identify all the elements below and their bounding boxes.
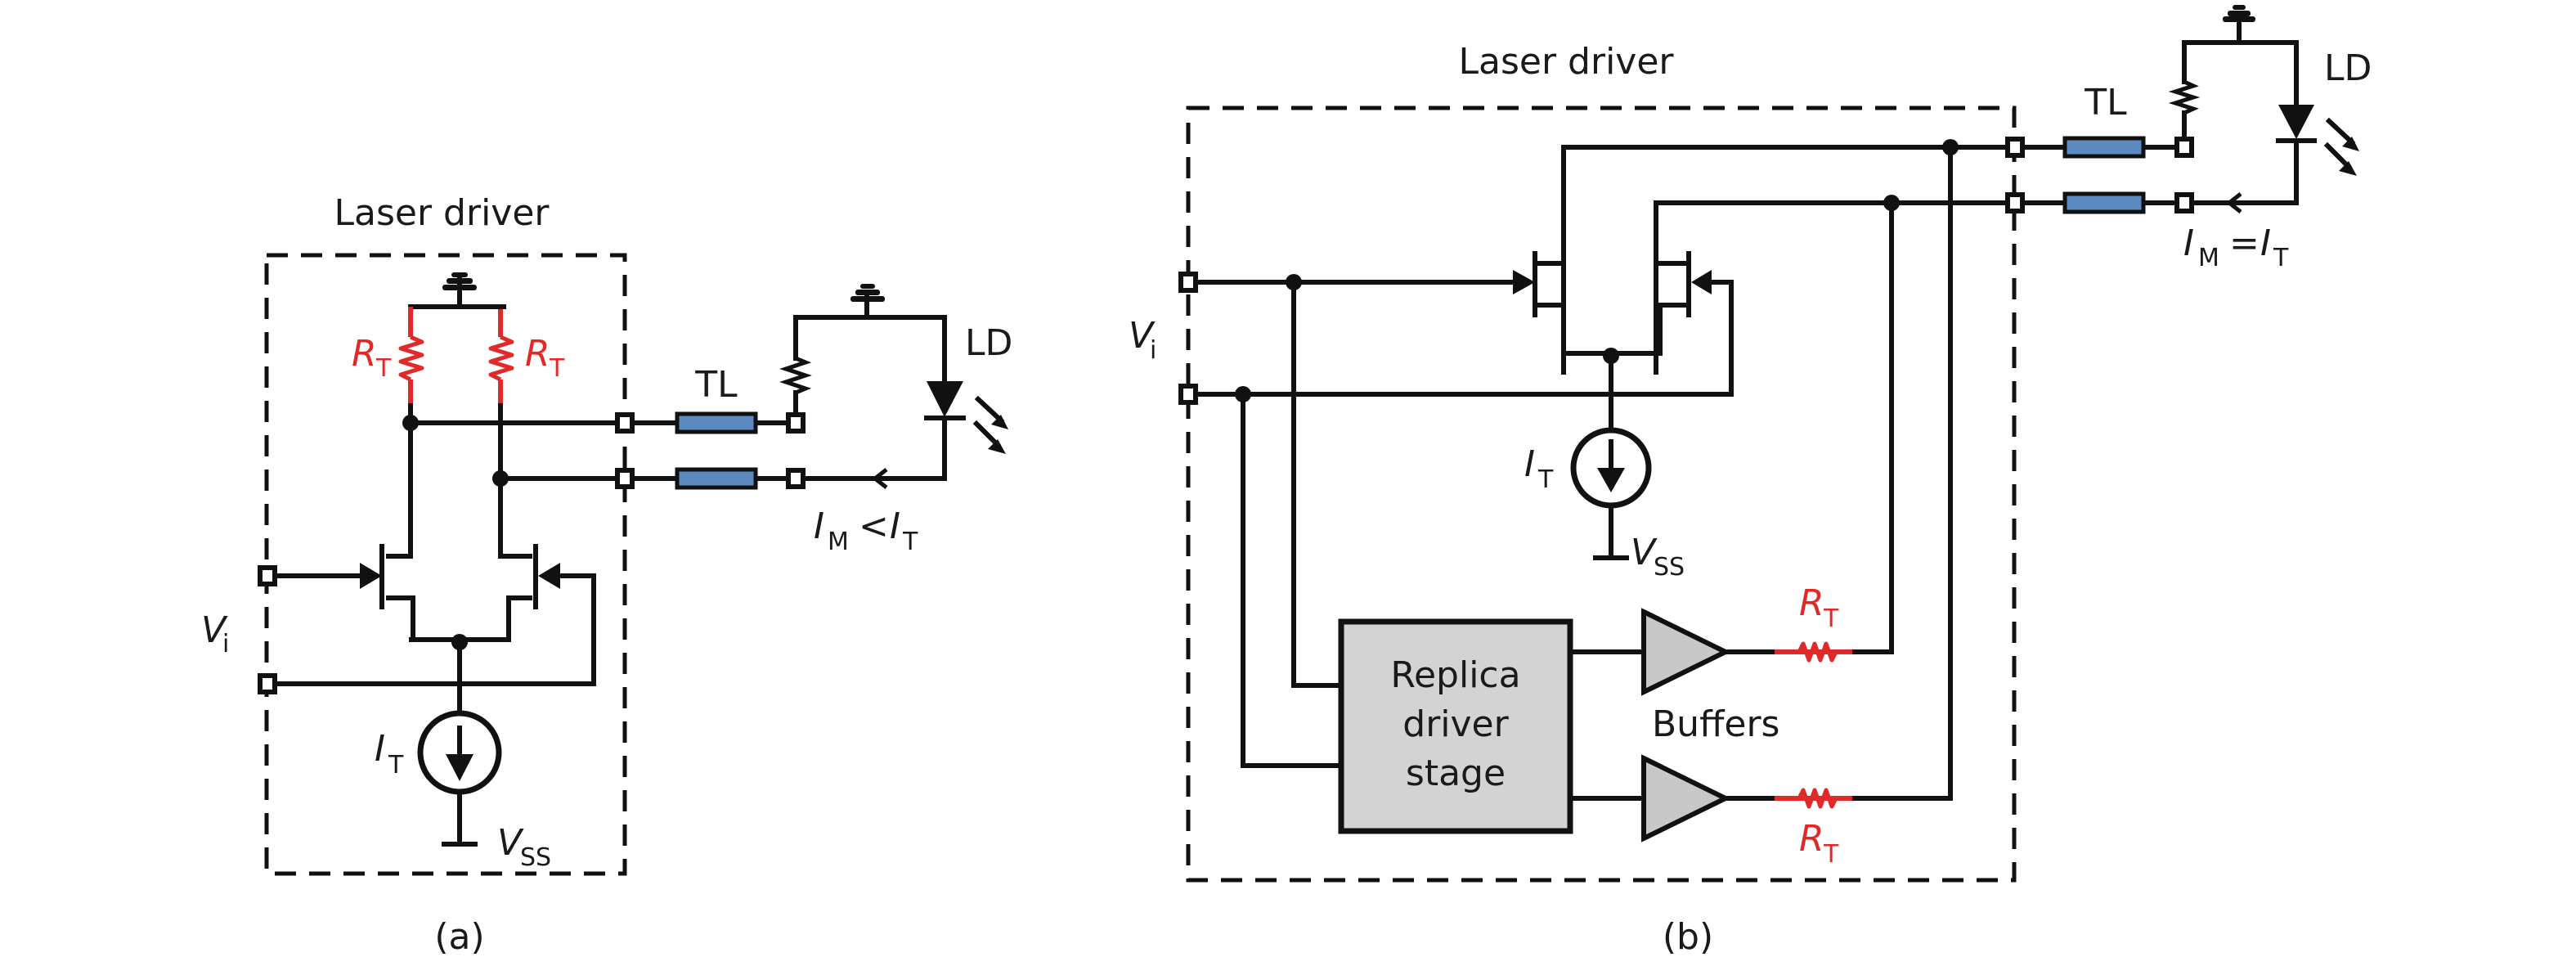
vss-label: V xyxy=(497,822,524,864)
svg-text:M: M xyxy=(2198,244,2219,272)
rt-bottom-resistor xyxy=(1797,788,1838,809)
replica-label-3: stage xyxy=(1406,753,1506,794)
svg-text:I: I xyxy=(2183,222,2194,264)
panel-b-title: Laser driver xyxy=(1459,41,1675,83)
it-label: I xyxy=(1524,443,1535,485)
replica-label-1: Replica xyxy=(1390,654,1520,696)
rt-bottom-sub: T xyxy=(1823,840,1839,869)
rt-top-sub: T xyxy=(1823,604,1839,633)
rt-right-sub: T xyxy=(549,354,565,383)
svg-text:I: I xyxy=(2260,222,2271,264)
buffer-top xyxy=(1641,608,1731,696)
panel-a-caption: (a) xyxy=(434,916,484,958)
current-relation-b: I M = I T xyxy=(2183,222,2289,272)
vi-port-neg xyxy=(1178,384,1198,405)
transistor-right xyxy=(1654,251,1734,397)
tl-label: TL xyxy=(2084,82,2127,124)
it-sub: T xyxy=(388,751,404,780)
svg-text:=: = xyxy=(2229,222,2260,264)
transmission-line-top xyxy=(2062,136,2146,159)
panel-b-driver-boundary xyxy=(1186,106,2017,883)
replica-driver-stage xyxy=(1338,618,1573,834)
ld-label: LD xyxy=(965,322,1012,364)
vi-port-pos xyxy=(258,565,277,586)
transistor-left xyxy=(1190,251,1566,356)
panel-a: Laser driver R T R T xyxy=(201,192,1012,958)
rt-top-label: R xyxy=(1799,582,1824,624)
ld-label: LD xyxy=(2324,47,2372,89)
panel-a-title: Laser driver xyxy=(334,192,550,234)
current-source-icon xyxy=(417,710,502,795)
vi-label: V xyxy=(1129,315,1156,357)
buffers-label: Buffers xyxy=(1652,703,1779,745)
laser-diode-icon xyxy=(2276,105,2359,205)
panel-b: Laser driver V i xyxy=(1129,5,2372,958)
transistor-right xyxy=(498,544,596,686)
replica-label-2: driver xyxy=(1402,703,1509,745)
panel-b-caption: (b) xyxy=(1663,916,1713,958)
transmission-line-top xyxy=(675,411,758,434)
vi-port-neg xyxy=(258,673,277,694)
svg-text:I: I xyxy=(890,505,900,547)
svg-text:M: M xyxy=(828,528,849,556)
vss-sub: SS xyxy=(520,843,551,872)
svg-text:I: I xyxy=(814,505,824,547)
tl-label: TL xyxy=(694,364,738,406)
panel-a-driver-boundary xyxy=(264,253,627,876)
vi-port-pos xyxy=(1178,272,1198,293)
termination-resistor-right xyxy=(488,309,514,406)
current-source-icon xyxy=(1570,427,1652,509)
termination-resistor-left xyxy=(398,307,424,406)
it-sub: T xyxy=(1537,465,1554,494)
transistor-left xyxy=(267,544,415,642)
ground-icon xyxy=(442,272,477,307)
svg-text:T: T xyxy=(2273,244,2289,272)
laser-diode-icon xyxy=(924,381,1008,481)
vi-sub: i xyxy=(222,630,229,658)
vss-sub: SS xyxy=(1654,553,1685,582)
rt-left-label: R xyxy=(352,333,377,375)
vss-label: V xyxy=(1631,532,1658,573)
rt-left-sub: T xyxy=(375,354,392,383)
ground-icon xyxy=(850,284,885,320)
current-relation-a: I M < I T xyxy=(814,505,918,556)
buffer-bottom xyxy=(1641,754,1731,842)
vi-sub: i xyxy=(1150,336,1156,365)
vi-label: V xyxy=(201,609,228,651)
it-label: I xyxy=(375,728,385,770)
rt-right-label: R xyxy=(525,333,550,375)
ground-icon xyxy=(2223,5,2255,45)
svg-text:<: < xyxy=(859,505,889,547)
rt-bottom-label: R xyxy=(1799,818,1824,860)
transmission-line-bottom xyxy=(675,467,758,490)
transmission-line-bottom xyxy=(2062,191,2146,214)
rt-top-resistor xyxy=(1797,641,1838,663)
svg-text:T: T xyxy=(902,528,918,556)
